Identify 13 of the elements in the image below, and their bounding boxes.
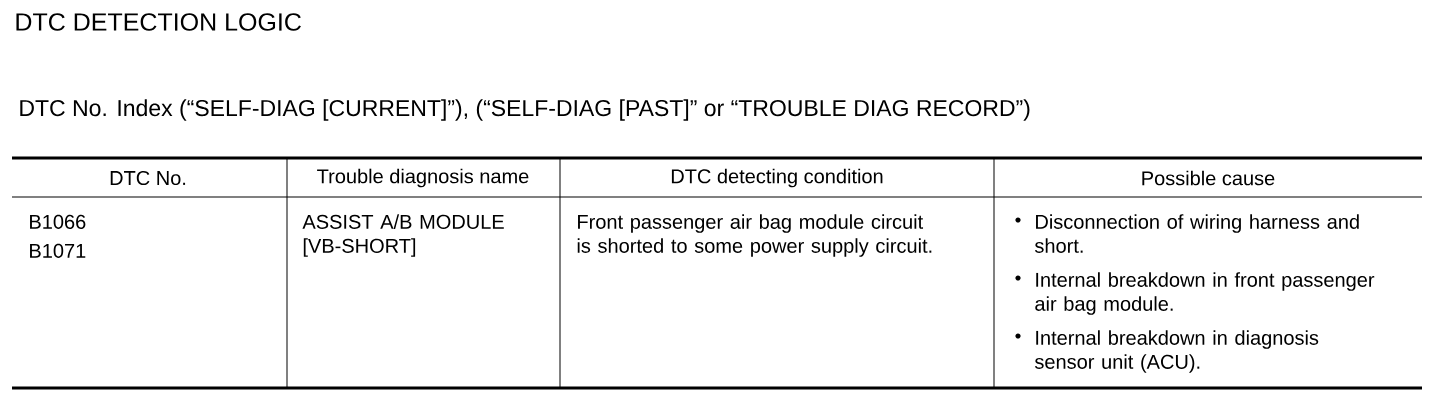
- subheading: DTC No. Index (“SELF-DIAG [CURRENT]”), (“SELF-DIAG [PAST]” or “TROUBLE DIAG RECORD”): [20, 99, 1030, 121]
- column-header: DTC No.: [110, 170, 186, 186]
- heading: DTC DETECTION LOGIC: [16, 13, 301, 31]
- list-item: Internal breakdown in diagnosis sensor unit (ACU).: [1015, 330, 1319, 373]
- column-header: Trouble diagnosis name: [317, 168, 529, 188]
- list-item: Disconnection of wiring harness and short.: [1015, 214, 1359, 253]
- column-header: Possible cause: [1142, 170, 1275, 186]
- list-item: Internal breakdown in front passenger air bag module.: [1015, 272, 1375, 315]
- table-cell: B1066: [30, 214, 86, 229]
- table-cell: ASSIST A/B MODULE [VB-SHORT]: [302, 214, 504, 257]
- column-header: DTC detecting condition: [671, 168, 883, 188]
- table-cell: Front passenger air bag module circuit is shorted to some power supply circuit.: [577, 214, 932, 257]
- table-cell: B1071: [30, 243, 86, 258]
